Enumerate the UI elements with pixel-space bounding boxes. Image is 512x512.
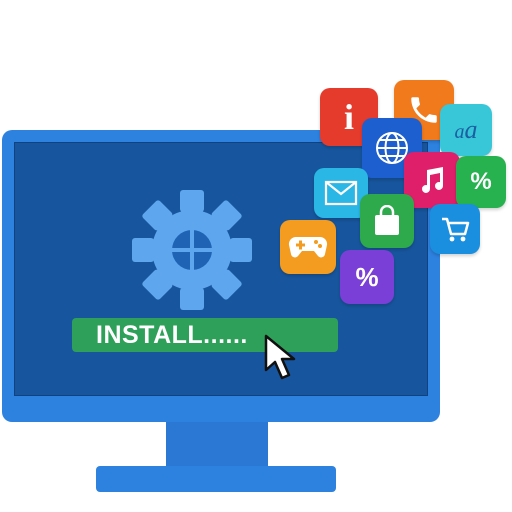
install-label: INSTALL......: [96, 320, 248, 349]
font-app-tile[interactable]: aa: [440, 104, 492, 156]
font-icon: aa: [454, 115, 478, 144]
shopping-bag-icon: [375, 205, 399, 235]
monitor-stand-base: [96, 466, 336, 492]
cart-icon: [442, 217, 470, 242]
shopping-app-tile[interactable]: [360, 194, 414, 248]
install-button[interactable]: INSTALL......: [72, 318, 338, 352]
discount-app-purple-tile[interactable]: %: [340, 250, 394, 304]
globe-icon: [376, 132, 408, 164]
gamepad-icon: [288, 236, 328, 258]
mail-app-tile[interactable]: [314, 168, 368, 218]
gear-icon: [132, 190, 252, 310]
phone-icon: [411, 97, 437, 123]
info-icon: i: [343, 97, 354, 137]
monitor-stand-neck: [166, 418, 268, 468]
music-icon: [422, 167, 443, 193]
mail-icon: [324, 180, 358, 206]
game-app-tile[interactable]: [280, 220, 336, 274]
cart-app-tile[interactable]: [430, 204, 480, 254]
percent-icon: %: [355, 261, 379, 292]
discount-app-green-tile[interactable]: %: [456, 156, 506, 208]
globe-app-tile[interactable]: [362, 118, 422, 178]
percent-icon: %: [470, 168, 492, 195]
mouse-pointer-icon: [264, 334, 296, 380]
music-app-tile[interactable]: [404, 152, 460, 208]
